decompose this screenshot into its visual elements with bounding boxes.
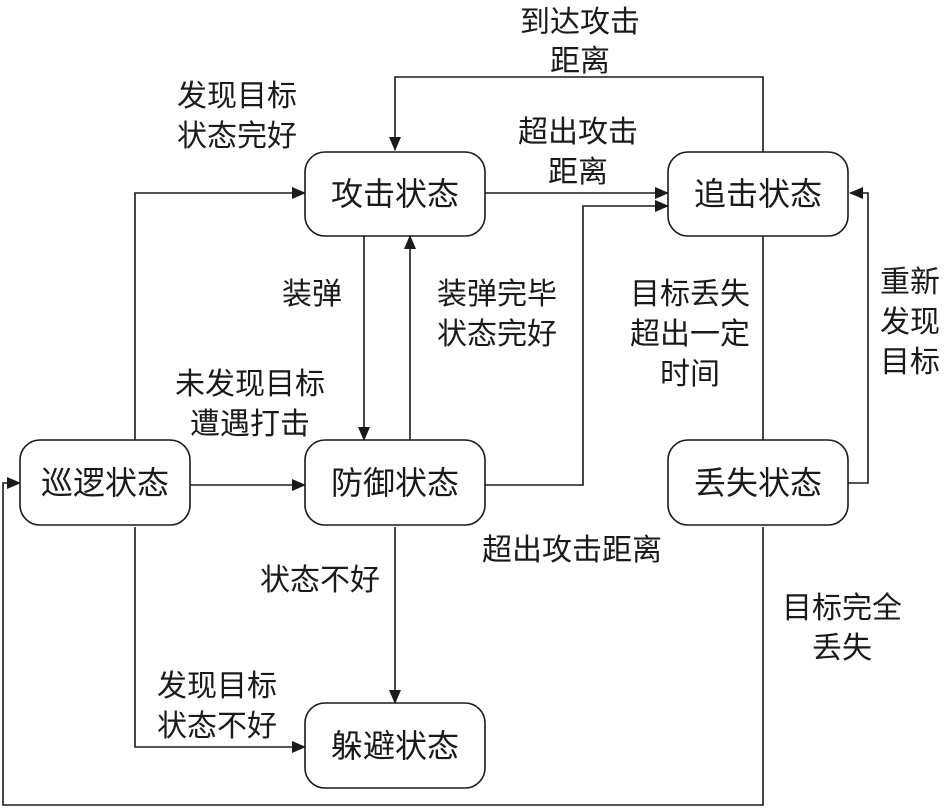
label-reach-attack-distance-2: 距离 (550, 44, 610, 79)
edge-patrol-to-evade (134, 527, 306, 753)
edge-defense-to-chase (485, 200, 669, 486)
label-reach-attack-distance-1: 到达攻击 (520, 5, 640, 40)
label-reload: 装弹 (282, 277, 342, 312)
label-target-lost-timeout-2: 超出一定 (630, 317, 750, 352)
label-no-target-attacked-1: 未发现目标 (175, 367, 325, 402)
label-found-target-good-1: 发现目标 (177, 79, 297, 114)
label-target-lost-timeout-3: 时间 (660, 357, 720, 392)
label-found-target-good-2: 状态完好 (177, 119, 297, 154)
label-target-completely-lost-2: 丢失 (812, 631, 872, 666)
label-state-bad: 状态不好 (260, 563, 380, 598)
state-attack: 攻击状态 (304, 151, 486, 237)
edge-chase-to-attack (389, 76, 764, 152)
state-lost-label: 丢失状态 (694, 464, 822, 502)
state-evade: 躲避状态 (304, 702, 486, 789)
label-refound-target-2: 发现 (880, 305, 940, 340)
label-exceed-attack-distance-top-2: 距离 (548, 155, 608, 190)
state-attack-label: 攻击状态 (331, 175, 459, 213)
label-reload-done-1: 装弹完毕 (437, 277, 557, 312)
label-target-lost-timeout-1: 目标丢失 (630, 277, 750, 312)
state-patrol: 巡逻状态 (19, 439, 191, 526)
label-target-completely-lost-1: 目标完全 (782, 591, 902, 626)
label-found-target-bad-1: 发现目标 (157, 669, 277, 704)
state-lost: 丢失状态 (667, 439, 849, 526)
label-no-target-attacked-2: 遭遇打击 (190, 407, 310, 442)
state-chase-label: 追击状态 (694, 175, 822, 213)
edge-lost-to-chase (848, 187, 869, 484)
state-defense-label: 防御状态 (331, 464, 459, 502)
state-chase: 追击状态 (667, 151, 849, 237)
edge-lost-to-patrol (2, 477, 764, 806)
label-exceed-attack-distance-bottom: 超出攻击距离 (482, 533, 662, 568)
state-evade-label: 躲避状态 (331, 727, 459, 765)
state-defense: 防御状态 (304, 439, 486, 526)
label-refound-target-1: 重新 (880, 265, 940, 300)
edge-patrol-to-attack (134, 187, 306, 440)
label-found-target-bad-2: 状态不好 (157, 709, 277, 744)
state-patrol-label: 巡逻状态 (41, 464, 169, 502)
label-refound-target-3: 目标 (880, 345, 940, 380)
label-reload-done-2: 状态完好 (437, 317, 557, 352)
label-exceed-attack-distance-top-1: 超出攻击 (518, 115, 638, 150)
